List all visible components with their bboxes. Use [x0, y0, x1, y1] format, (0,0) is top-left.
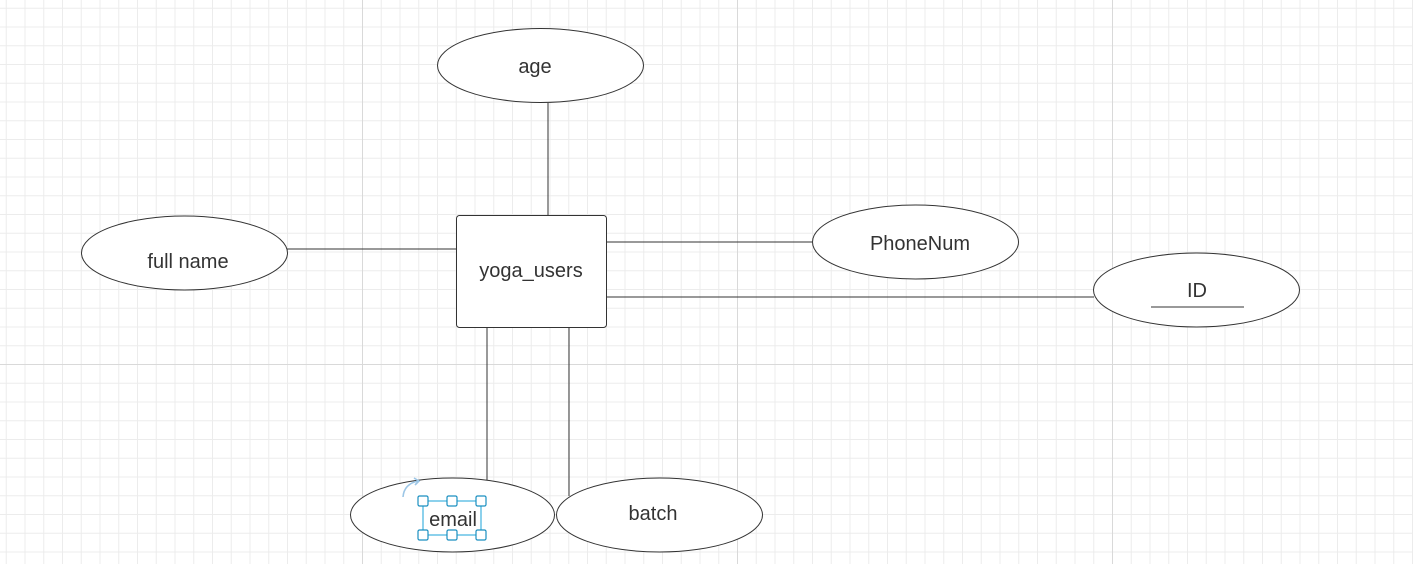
resize-handle-top-middle[interactable]	[446, 495, 458, 507]
resize-handle-top-left[interactable]	[417, 495, 429, 507]
resize-handle-bottom-middle[interactable]	[446, 529, 458, 541]
attribute-age-label: age	[518, 56, 551, 78]
attribute-full-name[interactable]: full name	[81, 215, 288, 291]
attribute-phonenum[interactable]: PhoneNum	[812, 204, 1019, 280]
attribute-phonenum-label: PhoneNum	[870, 233, 970, 255]
attribute-batch[interactable]: batch	[556, 477, 763, 553]
attribute-email[interactable]: email	[350, 477, 555, 553]
attribute-age[interactable]: age	[437, 28, 644, 103]
resize-handle-bottom-left[interactable]	[417, 529, 429, 541]
attribute-full-name-label: full name	[147, 251, 228, 273]
attribute-email-label: email	[429, 509, 477, 531]
attribute-batch-label: batch	[629, 503, 678, 525]
resize-handle-bottom-right[interactable]	[475, 529, 487, 541]
entity-yoga-users[interactable]: yoga_users	[456, 215, 607, 328]
rotate-handle-icon[interactable]	[402, 477, 421, 498]
attribute-id[interactable]: ID	[1093, 252, 1300, 328]
text-selection-overlay	[402, 477, 487, 541]
entity-label: yoga_users	[479, 260, 582, 282]
resize-handle-top-right[interactable]	[475, 495, 487, 507]
attribute-id-label: ID	[1187, 280, 1207, 302]
